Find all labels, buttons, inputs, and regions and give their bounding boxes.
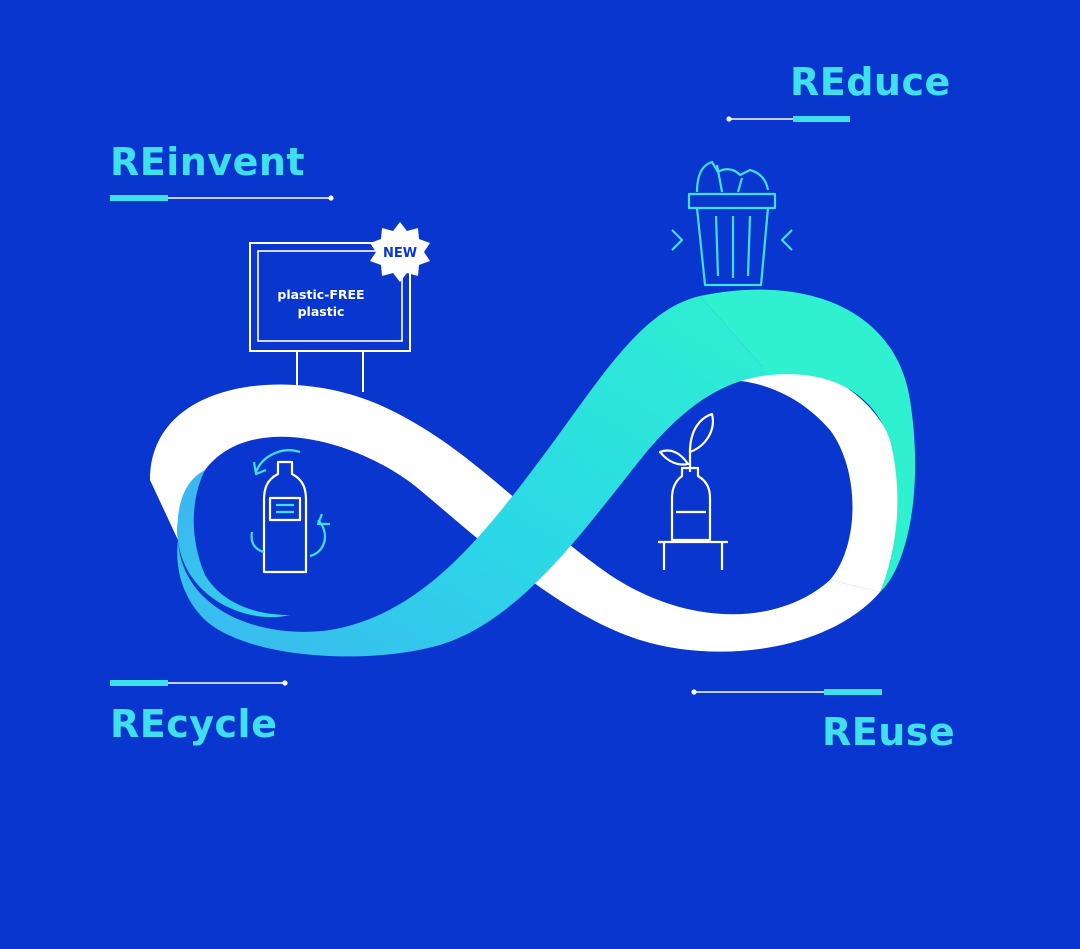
reduce-connector <box>726 116 850 122</box>
billboard-icon: plastic-FREE plastic <box>249 242 411 392</box>
recycle-label: REcycle <box>110 702 278 746</box>
recycle-bottle-icon <box>250 449 330 574</box>
plant-bottle-icon <box>658 412 728 570</box>
reduce-label: REduce <box>790 60 951 104</box>
reuse-connector <box>691 689 882 695</box>
new-badge-text: NEW <box>383 246 417 261</box>
infinity-ribbon <box>150 289 916 657</box>
new-badge: NEW <box>370 222 430 282</box>
billboard-line-1: plastic-FREE <box>277 287 364 302</box>
reinvent-label: REinvent <box>110 140 306 184</box>
reuse-label: REuse <box>822 710 956 754</box>
billboard-line-2: plastic <box>298 304 345 319</box>
trash-bin-icon <box>671 160 793 287</box>
recycle-connector <box>110 680 288 686</box>
reinvent-connector <box>110 195 334 201</box>
